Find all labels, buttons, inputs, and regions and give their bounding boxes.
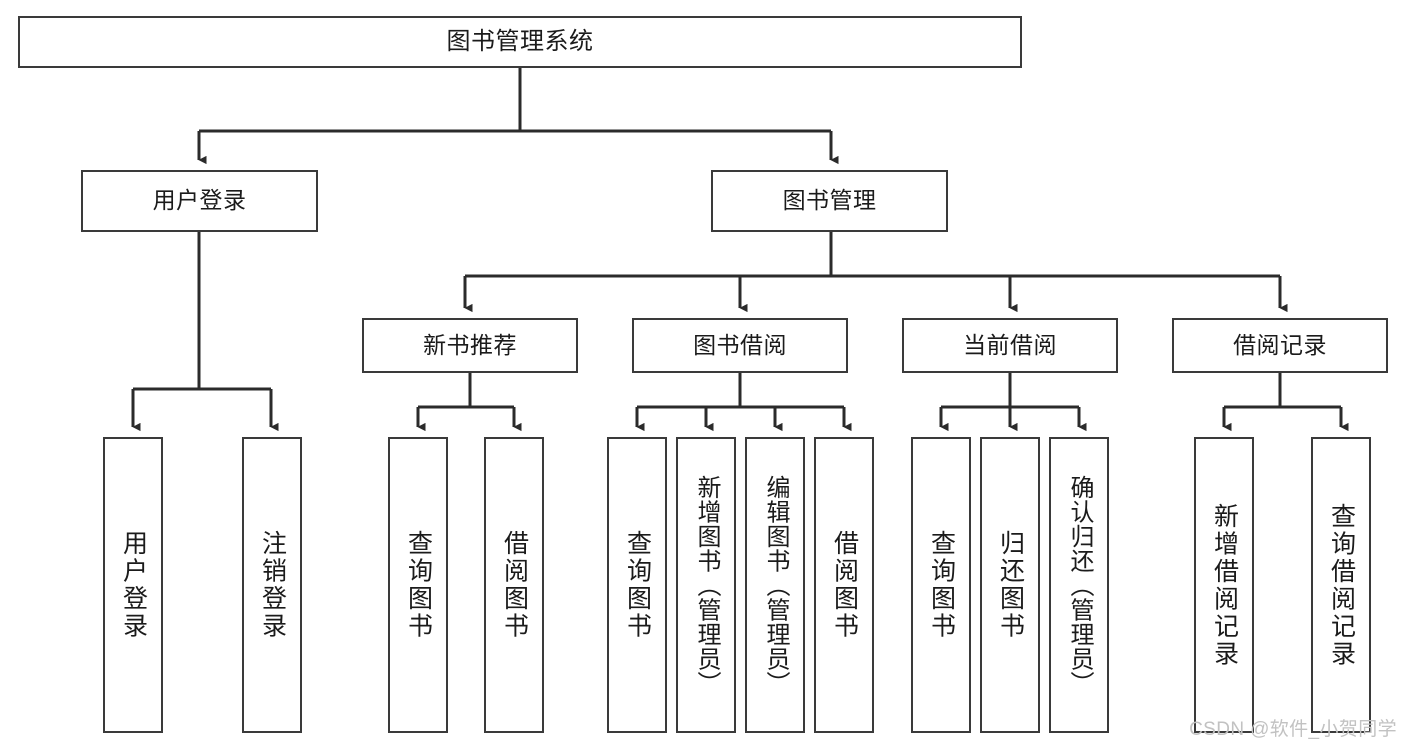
node-label: 查询图书 [927, 530, 956, 640]
node-label: 图书借阅 [693, 331, 787, 358]
node-label: 借阅图书 [830, 530, 859, 640]
node-book-management[interactable]: 图书管理 [711, 170, 948, 232]
node-label: 新增图书（管理员） [693, 474, 720, 696]
node-root-system[interactable]: 图书管理系统 [18, 16, 1022, 68]
node-label: 查询图书 [404, 530, 433, 640]
leaf-user-login[interactable]: 用户登录 [103, 437, 163, 733]
node-book-borrow[interactable]: 图书借阅 [632, 318, 848, 373]
node-label: 用户登录 [152, 187, 247, 214]
leaf-confirm-return-admin[interactable]: 确认归还（管理员） [1049, 437, 1109, 733]
node-new-book-recommend[interactable]: 新书推荐 [362, 318, 578, 373]
leaf-return-book[interactable]: 归还图书 [980, 437, 1040, 733]
node-label: 借阅记录 [1233, 331, 1327, 358]
node-current-borrow[interactable]: 当前借阅 [902, 318, 1118, 373]
leaf-query-book-2[interactable]: 查询图书 [607, 437, 667, 733]
node-user-login[interactable]: 用户登录 [81, 170, 318, 232]
leaf-query-book-3[interactable]: 查询图书 [911, 437, 971, 733]
leaf-borrow-book-1[interactable]: 借阅图书 [484, 437, 544, 733]
node-label: 新增借阅记录 [1210, 502, 1239, 668]
node-label: 确认归还（管理员） [1066, 474, 1093, 696]
node-label: 注销登录 [258, 530, 287, 640]
node-label: 归还图书 [996, 530, 1025, 640]
node-borrow-record[interactable]: 借阅记录 [1172, 318, 1388, 373]
node-label: 借阅图书 [500, 530, 529, 640]
node-label: 用户登录 [119, 530, 148, 640]
node-label: 图书管理系统 [446, 27, 594, 55]
node-label: 新书推荐 [423, 331, 517, 358]
node-label: 查询图书 [623, 530, 652, 640]
leaf-borrow-book-2[interactable]: 借阅图书 [814, 437, 874, 733]
csdn-watermark: CSDN @软件_小贺同学 [1189, 719, 1397, 740]
node-label: 图书管理 [782, 187, 877, 214]
leaf-add-borrow-record[interactable]: 新增借阅记录 [1194, 437, 1254, 733]
leaf-query-borrow-record[interactable]: 查询借阅记录 [1311, 437, 1371, 733]
leaf-edit-book-admin[interactable]: 编辑图书（管理员） [745, 437, 805, 733]
leaf-logout-login[interactable]: 注销登录 [242, 437, 302, 733]
node-label: 当前借阅 [963, 331, 1057, 358]
node-label: 编辑图书（管理员） [762, 474, 789, 696]
leaf-query-book-1[interactable]: 查询图书 [388, 437, 448, 733]
leaf-add-book-admin[interactable]: 新增图书（管理员） [676, 437, 736, 733]
node-label: 查询借阅记录 [1327, 502, 1356, 668]
